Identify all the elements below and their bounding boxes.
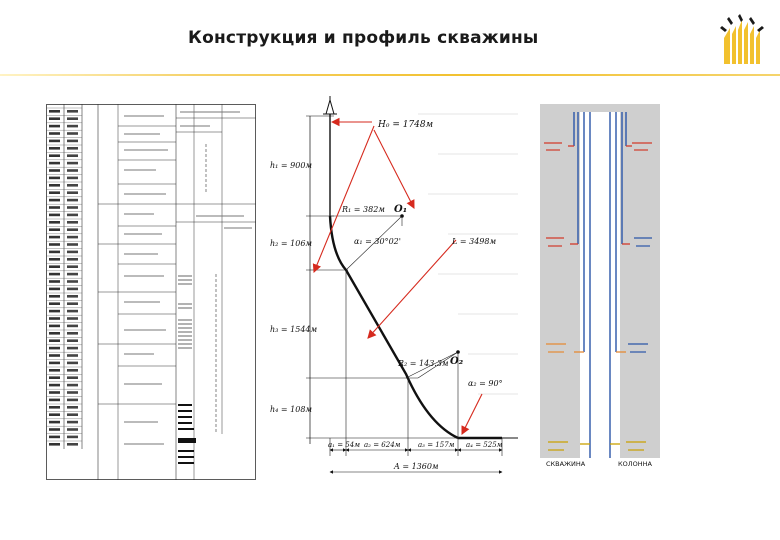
label-a3: a₃ = 157м — [418, 441, 455, 449]
label-R2: R₂ = 143.3м — [397, 359, 449, 368]
label-a1: a₁ = 54м — [328, 441, 360, 449]
label-h1: h₁ = 900м — [270, 161, 312, 170]
label-O2: O₂ — [450, 356, 464, 367]
label-h3: h₃ = 1544м — [270, 325, 318, 334]
derrick-icon — [323, 96, 337, 115]
label-a4: a₄ = 525м — [466, 441, 503, 449]
label-alpha2: α₂ = 90° — [468, 379, 503, 388]
casing-design-diagram: СКВАЖИНА КОЛОННА — [540, 104, 660, 468]
well-profile-diagram: H₀ = 1748м h₁ = 900м h₂ = 106м h₃ = 1544… — [270, 96, 518, 474]
label-a2: a₂ = 624м — [364, 441, 401, 449]
well-log-table — [46, 104, 256, 480]
casing-footer-left: СКВАЖИНА — [546, 460, 586, 468]
casing-footer-right: КОЛОННА — [618, 460, 653, 468]
label-O1: O₁ — [394, 204, 407, 215]
label-H: H₀ = 1748м — [377, 120, 433, 130]
rosneft-logo-icon — [720, 14, 764, 64]
page-title: Конструкция и профиль скважины — [188, 28, 539, 48]
label-alpha1: α₁ = 30°02' — [354, 237, 401, 246]
label-L: L = 3498м — [451, 237, 496, 246]
label-h4: h₄ = 108м — [270, 405, 312, 414]
header-accent-rule — [0, 74, 780, 76]
label-A: A = 1360м — [393, 462, 439, 471]
label-R1: R₁ = 382м — [341, 205, 385, 214]
label-h2: h₂ = 106м — [270, 239, 312, 248]
